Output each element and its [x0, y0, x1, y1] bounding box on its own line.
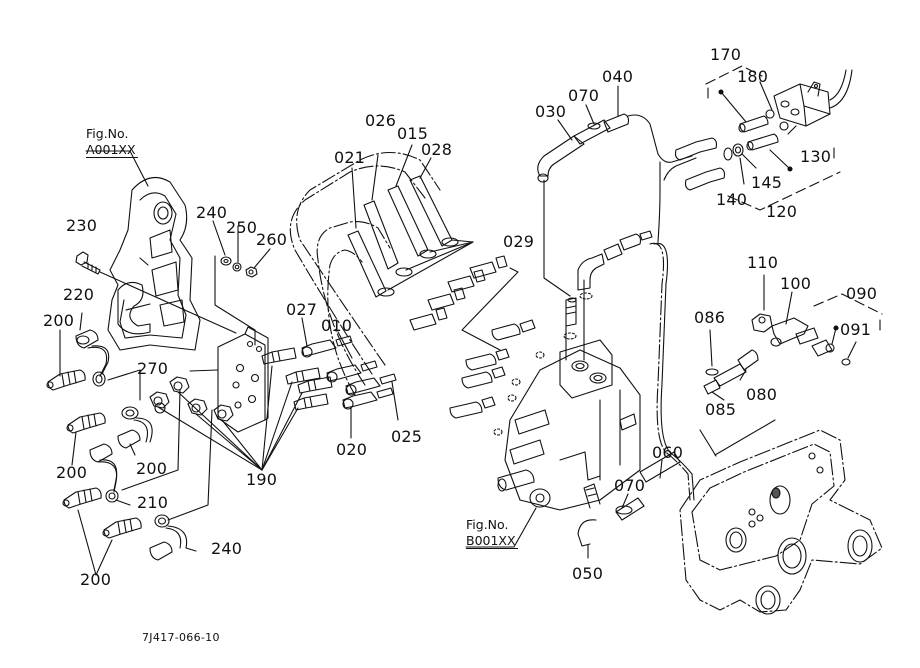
callout-290: 260: [256, 230, 288, 249]
figure-ref-a[interactable]: Fig.No. A001XX: [86, 126, 138, 159]
control-valve-block: [498, 340, 640, 510]
callout-140: 140: [716, 190, 748, 209]
figure-ref-a-prefix: Fig.No.: [86, 126, 129, 141]
hose-end-fittings: [410, 256, 507, 330]
hose-sleeves: [348, 176, 452, 297]
callout-260: 230: [66, 216, 98, 235]
kit-brackets: [706, 66, 882, 314]
callout-210: 200: [136, 459, 168, 478]
callout-015: 015: [397, 124, 429, 143]
callout-040: 040: [602, 67, 634, 86]
callout-200-mid: 200: [56, 463, 88, 482]
callout-090: 090: [846, 284, 878, 303]
leaders-left: [60, 313, 212, 575]
bolt-260: [76, 252, 100, 274]
callout-120: 120: [766, 202, 798, 221]
washer-nut-set: [221, 257, 257, 277]
callout-100: 100: [780, 274, 812, 293]
callout-220: 210: [137, 493, 169, 512]
nuts-190: [150, 377, 233, 421]
figure-ref-b-prefix: Fig.No.: [466, 517, 509, 532]
coupler-block-manifold: [774, 70, 852, 126]
figure-ref-b[interactable]: Fig.No. B001XX: [466, 517, 518, 550]
leaders-topright: [708, 82, 880, 330]
leaders-hose: [352, 145, 518, 350]
leaders-lower: [466, 460, 662, 558]
elbow-and-adapters: [564, 231, 652, 339]
callout-180: 180: [737, 67, 769, 86]
leaders-tee: [710, 275, 856, 400]
lever-bracket-casting: [108, 178, 200, 351]
leader-250: [190, 370, 217, 371]
tee-fitting-set: [704, 314, 850, 394]
callout-250: 270: [137, 359, 169, 378]
leaders-upper: [558, 86, 618, 140]
callout-070-upper: 070: [568, 86, 600, 105]
callout-200-bottom: 200: [80, 570, 112, 589]
callout-280: 250: [226, 218, 258, 237]
callout-145: 145: [751, 173, 783, 192]
callout-230: 220: [63, 285, 95, 304]
lower-return-line: [578, 243, 694, 546]
callout-240: 240: [211, 539, 243, 558]
callout-050: 050: [572, 564, 604, 583]
leader-bracket-frame: [215, 256, 255, 345]
callout-086: 086: [694, 308, 726, 327]
callout-080: 080: [746, 385, 778, 404]
callout-270: 240: [196, 203, 228, 222]
callout-060: 060: [652, 443, 684, 462]
leader-fig-a-2: [130, 151, 148, 186]
callout-200-top: 200: [43, 311, 75, 330]
drawing-number: 7J417-066-10: [142, 631, 220, 644]
callout-070-lower: 070: [614, 476, 646, 495]
transmission-housing: [680, 430, 882, 612]
coupler-nipples: [676, 90, 839, 330]
callout-026: 026: [365, 111, 397, 130]
valve-inlet-fittings: [450, 320, 544, 435]
callout-091: 091: [840, 320, 872, 339]
callout-029: 029: [503, 232, 535, 251]
callout-010: 010: [321, 316, 353, 335]
callout-028: 028: [421, 140, 453, 159]
leader-290: [254, 249, 270, 268]
callout-130: 130: [800, 147, 832, 166]
callout-020: 020: [336, 440, 368, 459]
housing-details: [700, 420, 872, 614]
callout-190: 190: [246, 470, 278, 489]
callout-027: 027: [286, 300, 318, 319]
hose-clamps-029: [378, 238, 458, 296]
leaders-190: [158, 366, 302, 470]
callout-110: 110: [747, 253, 779, 272]
callout-021: 021: [334, 148, 366, 167]
couplers-200: [47, 370, 141, 538]
connector-lines: [544, 180, 584, 360]
callout-025: 025: [391, 427, 423, 446]
callout-030: 030: [535, 102, 567, 121]
figure-ref-b-code[interactable]: B001XX: [466, 532, 518, 550]
leader-270: [213, 221, 225, 255]
callout-170: 170: [710, 45, 742, 64]
dust-caps: [76, 330, 187, 560]
leaders-fittings: [302, 318, 398, 438]
adapters-190: [262, 348, 332, 410]
leader-260: [100, 272, 236, 333]
hose-fittings-left: [302, 336, 396, 409]
callout-085: 085: [705, 400, 737, 419]
figure-ref-a-code[interactable]: A001XX: [86, 141, 138, 159]
upper-pressure-line: [538, 114, 696, 242]
